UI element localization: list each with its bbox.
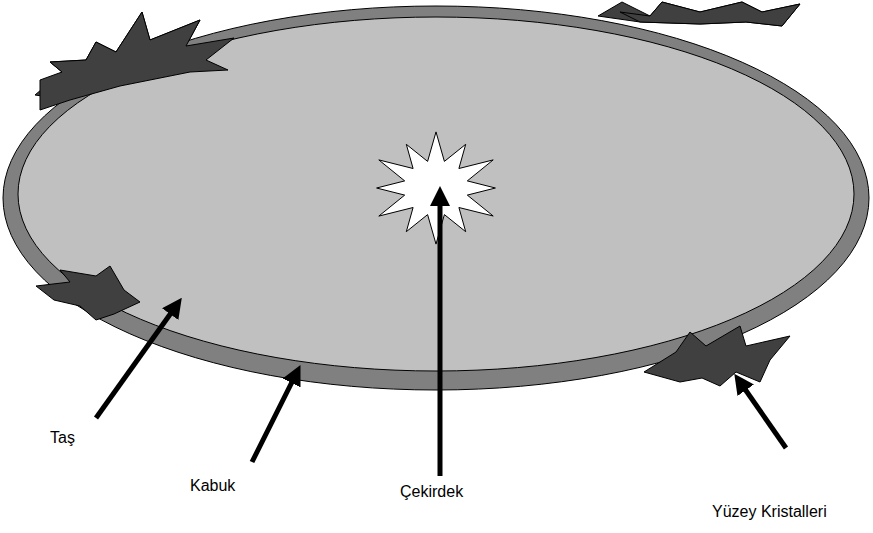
surface-crystal	[36, 266, 140, 320]
stone-shell	[3, 6, 869, 390]
leader-arrow	[740, 382, 786, 448]
leader-arrow	[252, 374, 296, 462]
part-label: Çekirdek	[400, 482, 463, 501]
part-label: Yüzey Kristalleri	[712, 502, 827, 521]
surface-crystal	[620, 2, 800, 26]
leader-arrow	[438, 196, 443, 476]
core-star	[377, 132, 496, 244]
surface-crystal	[40, 12, 234, 110]
surface-crystal	[598, 2, 800, 26]
part-label: Kabuk	[190, 476, 235, 495]
surface-crystal	[644, 326, 790, 386]
part-label: Taş	[50, 428, 75, 447]
leader-arrow	[96, 306, 176, 418]
